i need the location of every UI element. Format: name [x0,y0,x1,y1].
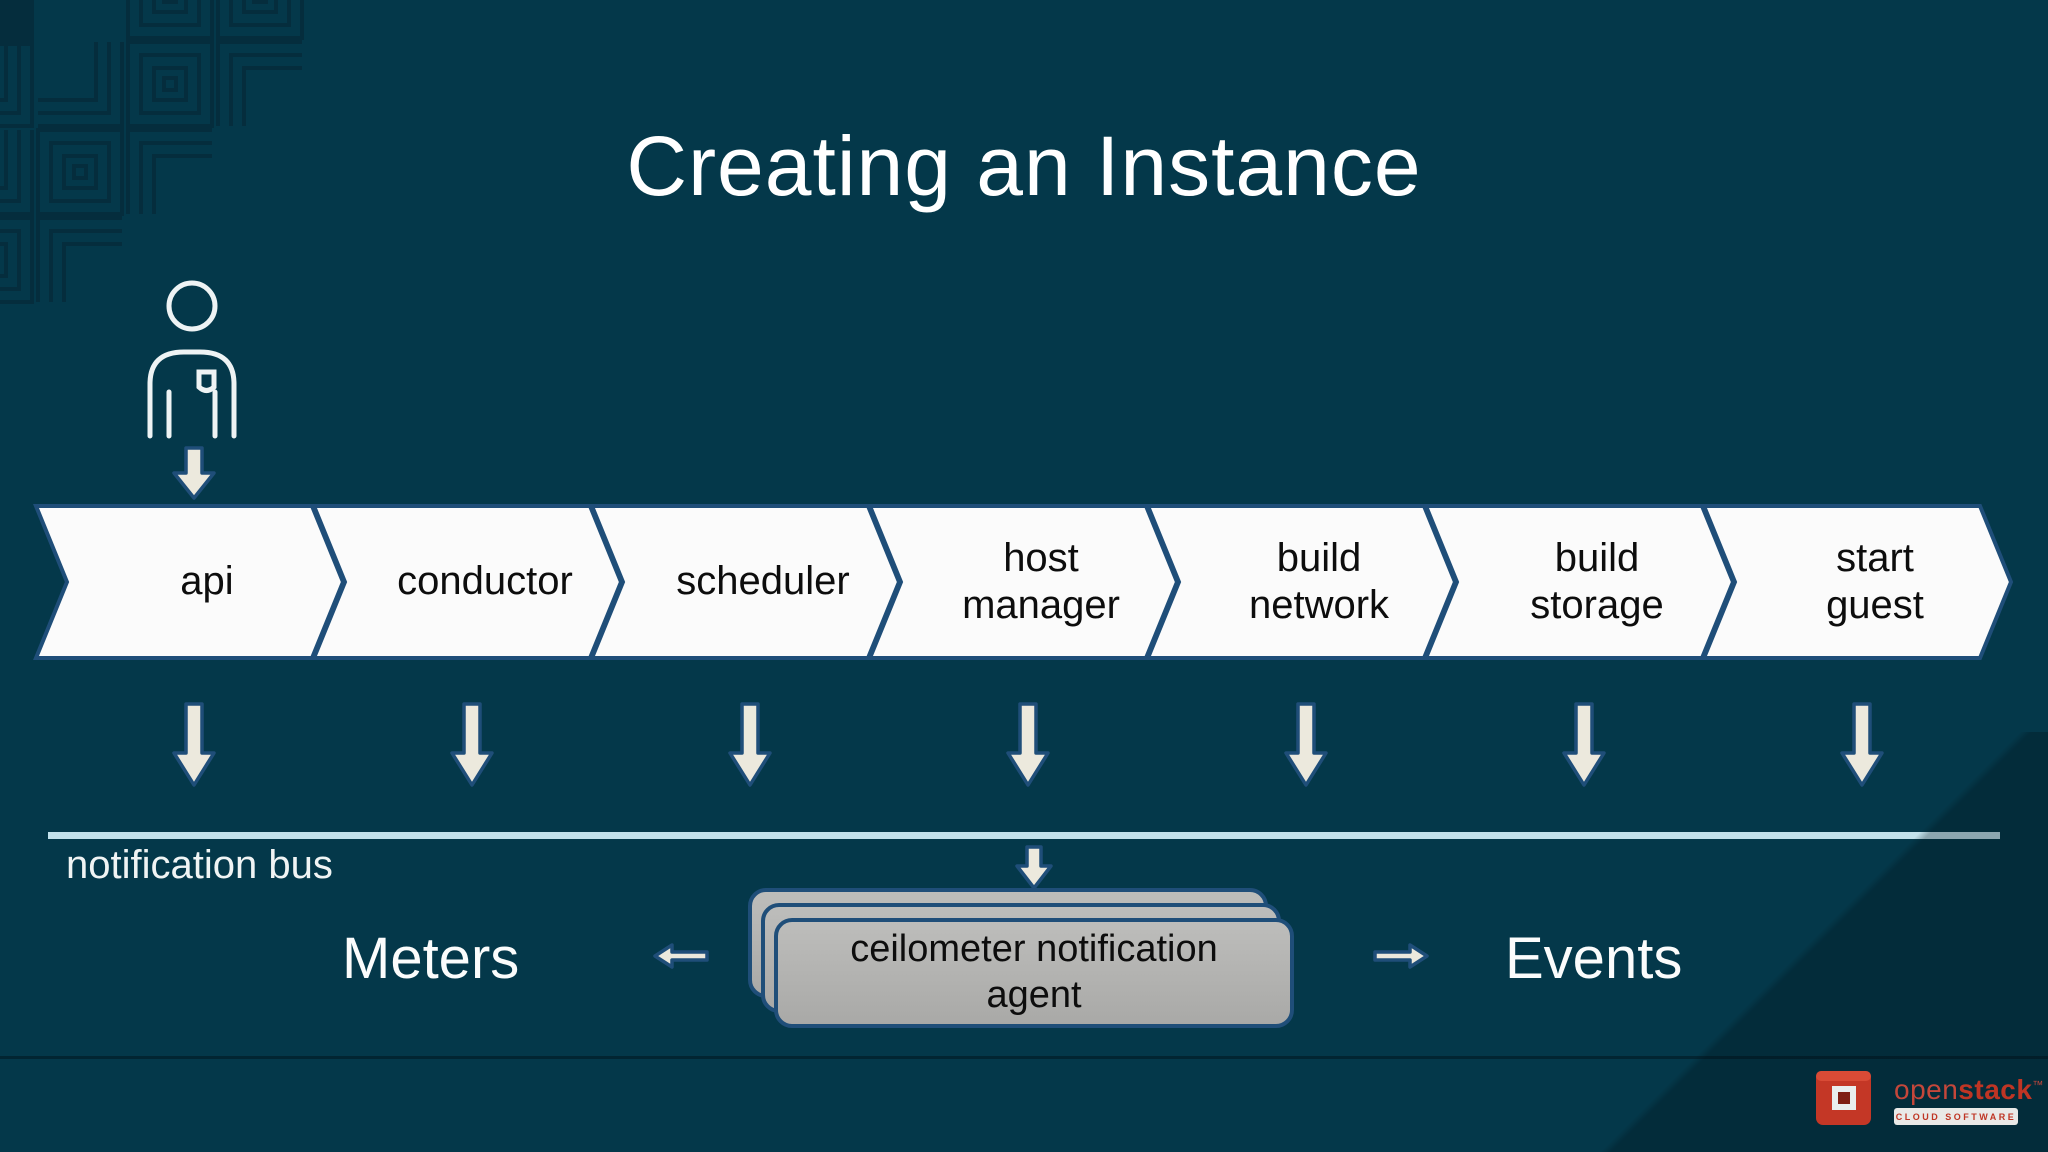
notification-bus-line [48,832,2000,839]
pipeline-step-label: build storage [1530,535,1664,627]
meters-label: Meters [342,926,520,991]
wordmark-stack: stack [1958,1074,2033,1105]
left-arrow-icon [653,943,709,969]
pipeline-step-label: host manager [962,535,1120,627]
notify-down-arrow-icon [1284,702,1328,787]
right-arrow-icon [1373,943,1429,969]
notify-down-arrow-icon [450,702,494,787]
pipeline-step-build-network: build network [1146,503,1458,661]
page-title: Creating an Instance [626,119,1422,213]
cloud-software-banner: CLOUD SOFTWARE [1894,1108,2018,1125]
pipeline-step-build-storage: build storage [1424,503,1736,661]
openstack-cube-icon [1816,1071,1871,1125]
notify-down-arrow-icon [172,702,216,787]
notification-bus-label: notification bus [66,843,333,887]
trademark-symbol: ™ [2032,1079,2044,1092]
pipeline-step-start-guest: start guest [1702,503,2014,661]
notify-down-arrow-icon [1840,702,1884,787]
wordmark-open: open [1894,1074,1959,1105]
events-label: Events [1505,926,1683,991]
corner-squares-pattern [0,0,304,304]
agent-card-front: ceilometer notification agent [774,918,1294,1028]
pipeline-step-label: conductor [397,559,573,604]
bus-down-arrow-icon [1015,845,1053,890]
pipeline-step-conductor: conductor [312,503,624,661]
pipeline-step-label: api [180,559,234,604]
agent-label: ceilometer notification agent [850,928,1218,1016]
openstack-wordmark: openstack™ CLOUD SOFTWARE [1894,1076,2043,1125]
footer-divider [0,1056,2048,1059]
user-down-arrow-icon [172,446,216,500]
notify-down-arrow-icon [1562,702,1606,787]
pipeline-step-label: scheduler [676,559,850,604]
pipeline-step-label: start guest [1826,535,1924,627]
notify-down-arrow-icon [1006,702,1050,787]
notify-down-arrow-icon [728,702,772,787]
user-icon [147,280,237,439]
pipeline-step-scheduler: scheduler [590,503,902,661]
pipeline-step-api: api [34,503,346,661]
pipeline-step-host-manager: host manager [868,503,1180,661]
openstack-logo: openstack™ CLOUD SOFTWARE [1814,1066,2043,1128]
pipeline-step-label: build network [1248,535,1390,627]
